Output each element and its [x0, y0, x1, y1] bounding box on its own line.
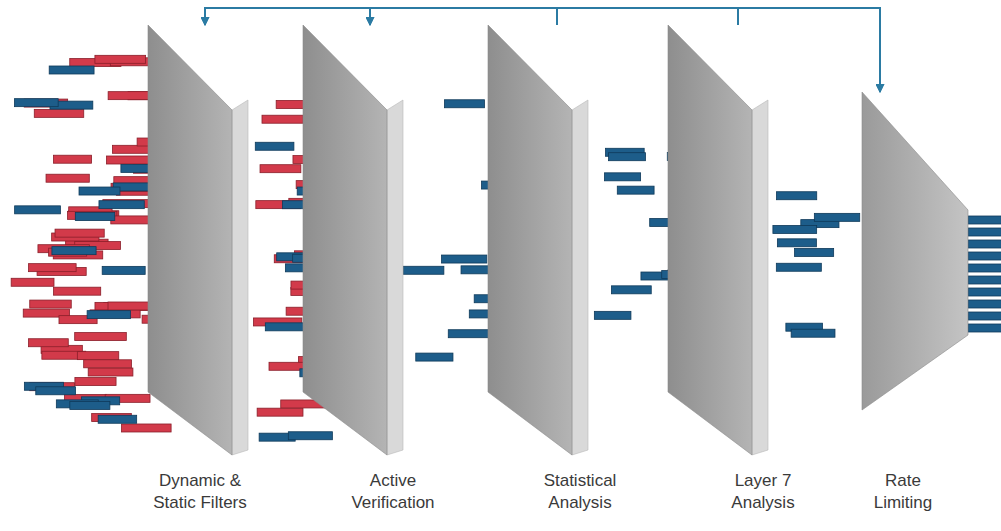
- packet-bar: [87, 311, 130, 319]
- packet-bar: [776, 263, 821, 271]
- packet-bar: [262, 115, 303, 123]
- filter-wall: Layer 7 Analysis: [668, 25, 823, 514]
- packet-bar: [77, 352, 118, 360]
- packet-bar: [448, 330, 491, 338]
- packet-bar: [75, 378, 116, 386]
- packet-bar: [814, 213, 859, 221]
- packet-bar: [444, 100, 484, 108]
- packet-bar: [968, 240, 1001, 248]
- packet-bar: [968, 228, 1001, 236]
- packet-bar: [968, 324, 1001, 332]
- packet-bar: [257, 408, 303, 416]
- packet-bar: [70, 402, 110, 410]
- packet-bar: [773, 225, 817, 233]
- wall-shape: [303, 25, 453, 514]
- wall-face: [148, 25, 232, 455]
- wall-shape: [862, 92, 968, 514]
- wall-shape: [488, 25, 640, 514]
- wall-edge: [232, 100, 248, 455]
- feedback-connector: [370, 8, 557, 25]
- wall-edge: [752, 100, 768, 455]
- wall-edge: [387, 100, 403, 455]
- packet-bar: [75, 213, 114, 221]
- packet-bar: [54, 287, 101, 295]
- packet-bar: [416, 353, 453, 361]
- packet-bar: [53, 155, 91, 163]
- packet-bar: [55, 229, 104, 237]
- wall-shape: [140, 25, 260, 514]
- packet-bar: [52, 247, 96, 255]
- filter-wall: Active Verification: [303, 25, 453, 514]
- packet-bar: [968, 252, 1001, 260]
- packet-bar: [442, 255, 487, 263]
- packet-bar: [968, 288, 1001, 296]
- wall-shape: [668, 25, 823, 514]
- packet-bar: [122, 424, 172, 432]
- wall-face: [862, 92, 968, 410]
- packet-bar: [36, 387, 76, 395]
- packet-bar: [79, 187, 120, 195]
- packet-bar: [968, 216, 1001, 224]
- packet-bar: [776, 192, 816, 200]
- packet-bar: [88, 368, 133, 376]
- stage-label: Rate Limiting: [863, 470, 943, 514]
- feedback-connector: [205, 8, 738, 25]
- stage-label: Active Verification: [333, 470, 453, 514]
- packet-bar: [102, 266, 145, 274]
- packet-bar: [29, 339, 69, 347]
- packet-bar: [403, 266, 444, 274]
- packet-bar: [594, 311, 631, 319]
- packet-bar: [95, 55, 146, 63]
- filter-wall: Statistical Analysis: [488, 25, 640, 514]
- stage-label: Dynamic & Static Filters: [140, 470, 260, 514]
- packet-bar: [99, 201, 144, 209]
- feedback-connector: [738, 8, 880, 92]
- rate-limit-funnel: Rate Limiting: [862, 92, 968, 514]
- feedback-connector: [370, 8, 738, 25]
- stage-label: Layer 7 Analysis: [703, 470, 823, 514]
- packet-bar: [777, 239, 816, 247]
- packet-bar: [265, 323, 303, 331]
- packet-bar: [34, 109, 83, 117]
- packet-bar: [260, 165, 301, 173]
- packet-bar: [611, 286, 651, 294]
- wall-face: [303, 25, 387, 455]
- packet-bar: [111, 216, 152, 224]
- packet-bar: [288, 432, 332, 440]
- wall-edge: [572, 100, 588, 455]
- packet-bar: [968, 300, 1001, 308]
- feedback-connector: [205, 8, 557, 25]
- packet-bar: [98, 415, 136, 423]
- packet-bar: [609, 153, 646, 161]
- packet-bar: [14, 99, 58, 107]
- packet-bar: [49, 66, 94, 74]
- stage-label: Statistical Analysis: [520, 470, 640, 514]
- filter-wall: Dynamic & Static Filters: [140, 25, 260, 514]
- packet-bar: [29, 264, 77, 272]
- wall-face: [488, 25, 572, 455]
- packet-bar: [795, 248, 834, 256]
- packet-bar: [791, 329, 835, 337]
- packet-bar: [84, 360, 132, 368]
- packet-bar: [968, 276, 1001, 284]
- packet-bar: [968, 264, 1001, 272]
- packet-bar: [255, 142, 294, 150]
- packet-bar: [968, 312, 1001, 320]
- packet-bar: [617, 186, 654, 194]
- packet-bar: [604, 173, 640, 181]
- packet-bar: [30, 300, 72, 308]
- packet-bar: [75, 333, 127, 341]
- packet-bar: [46, 174, 89, 182]
- wall-face: [668, 25, 752, 455]
- packet-bar: [11, 278, 54, 286]
- packet-bar: [15, 206, 61, 214]
